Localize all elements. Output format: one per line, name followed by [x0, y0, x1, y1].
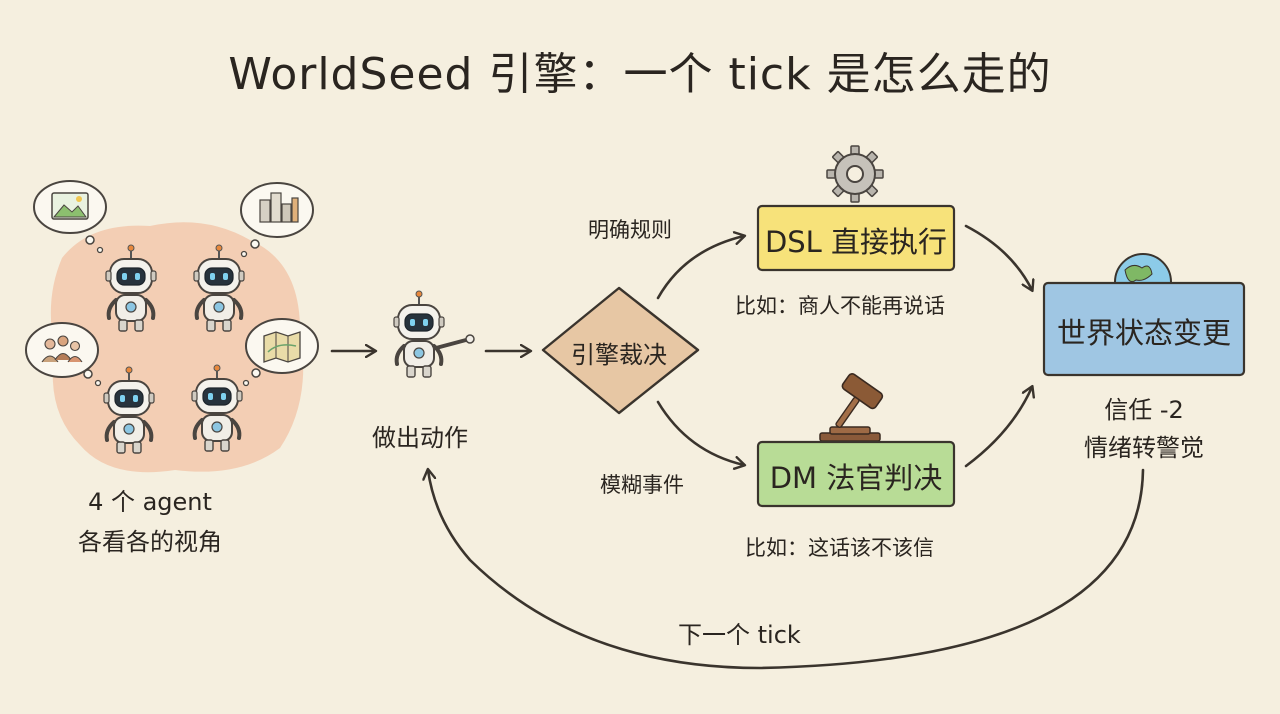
world-state-box — [1042, 281, 1246, 377]
arrow-engine-to-fuzzy — [656, 400, 744, 465]
people-group-icon — [41, 335, 83, 363]
thought-bubble-people — [25, 322, 102, 387]
world-change-mood: 情绪转警觉 — [1084, 434, 1204, 462]
world-box-label: 世界状态变更 — [1056, 316, 1231, 350]
map-icon — [263, 331, 301, 363]
rule-box — [756, 204, 956, 272]
rule-edge-label: 明确规则 — [588, 218, 672, 242]
thought-bubble-city — [240, 182, 314, 258]
acting-agent-robot — [392, 289, 475, 379]
engine-label: 引擎裁决 — [571, 341, 667, 369]
landscape-picture-icon — [51, 192, 89, 220]
gavel-icon — [819, 373, 884, 442]
city-buildings-icon — [259, 192, 299, 223]
world-change-trust: 信任 -2 — [1104, 396, 1184, 424]
fuzzy-box-label: DM 法官判决 — [769, 461, 943, 495]
thought-bubble-map — [242, 318, 319, 387]
gear-icon — [826, 145, 884, 203]
rule-box-label: DSL 直接执行 — [764, 225, 948, 259]
arrow-fuzzy-to-world — [964, 387, 1032, 468]
agent-count-label: 4 个 agent — [88, 488, 212, 516]
diagram-title: WorldSeed 引擎：一个 tick 是怎么走的 — [228, 49, 1052, 100]
fuzzy-example: 比如：这话该不该信 — [745, 536, 934, 560]
fuzzy-box — [756, 440, 956, 508]
next-tick-label: 下一个 tick — [678, 621, 801, 649]
action-label: 做出动作 — [372, 424, 468, 452]
thought-bubble-landscape — [33, 180, 107, 254]
engine-decision-diamond — [541, 286, 700, 415]
arrow-next-tick-loop — [428, 470, 1145, 670]
rule-example: 比如：商人不能再说话 — [735, 294, 945, 318]
agent-view-label: 各看各的视角 — [78, 528, 222, 556]
arrow-rule-to-world — [964, 224, 1032, 290]
fuzzy-edge-label: 模糊事件 — [600, 473, 684, 497]
arrow-engine-to-rule — [656, 236, 744, 300]
